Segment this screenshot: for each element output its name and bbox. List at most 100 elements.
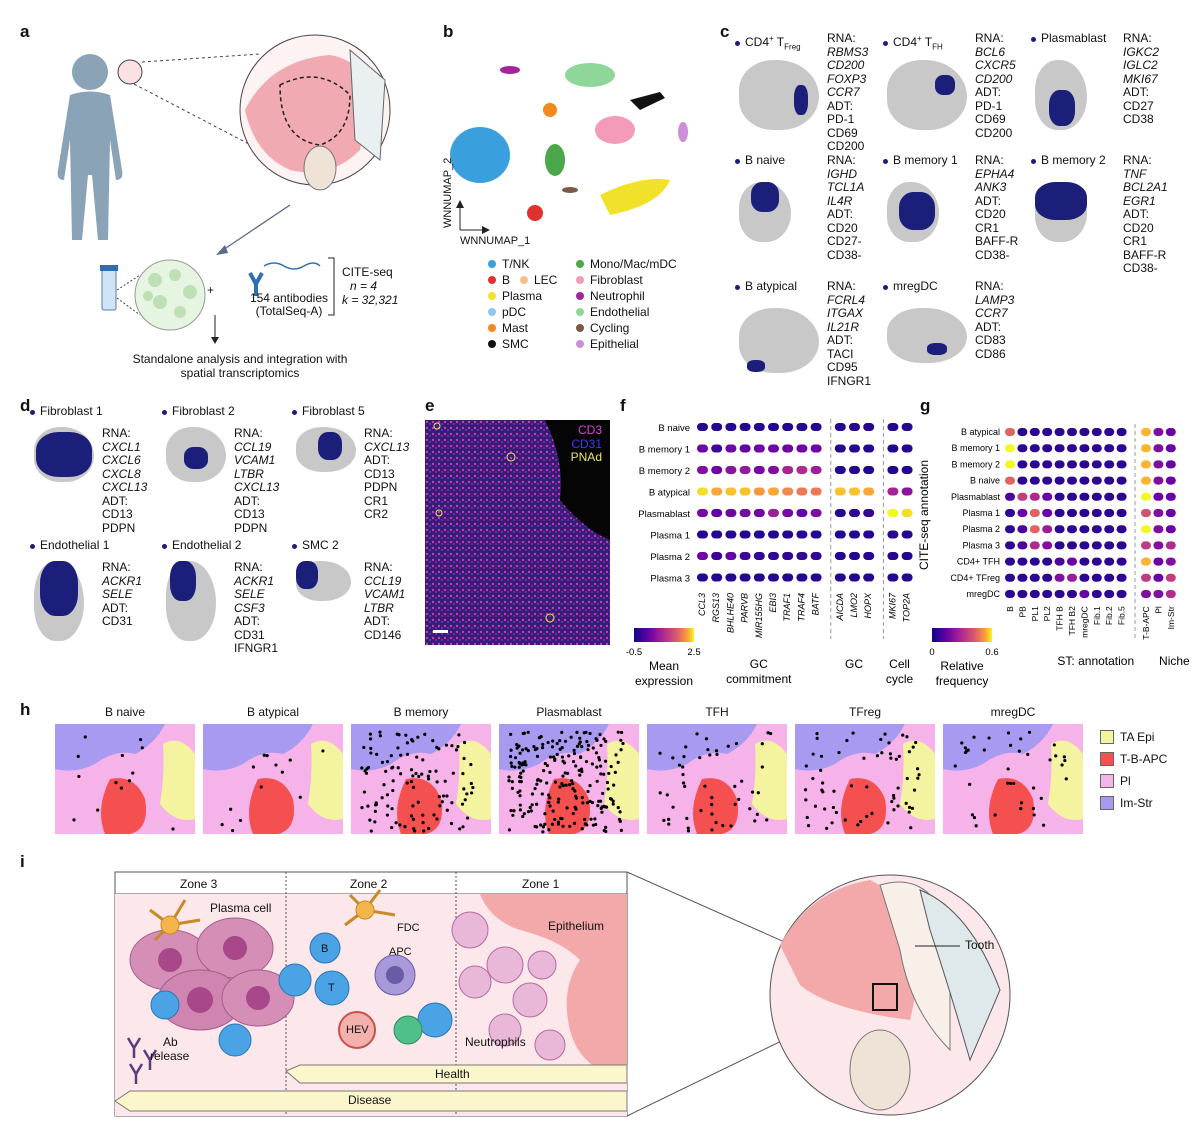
spatial-dot bbox=[553, 757, 557, 761]
spatial-dot bbox=[443, 779, 447, 783]
c-subpanel-title: B naive bbox=[735, 153, 786, 168]
spatial-dot bbox=[616, 730, 620, 734]
spatial-dot bbox=[140, 746, 144, 750]
spatial-dot bbox=[556, 800, 560, 804]
spatial-dot bbox=[511, 813, 515, 817]
g-cell bbox=[1153, 541, 1164, 550]
spatial-dot bbox=[120, 753, 124, 758]
rna-marker: CXCR5 bbox=[975, 58, 1016, 72]
g-col-label: Fib.5 bbox=[1117, 606, 1127, 625]
spatial-dot bbox=[72, 818, 76, 822]
cells-circle bbox=[134, 259, 206, 331]
rna-marker: SELE bbox=[234, 587, 265, 601]
rna-marker: FCRL4 bbox=[827, 292, 866, 307]
lymphocytes-icon bbox=[150, 932, 453, 1057]
g-col-label: TFH B bbox=[1055, 606, 1065, 631]
g-cell bbox=[1054, 509, 1065, 517]
legend-swatch-icon bbox=[1100, 796, 1114, 810]
spatial-dot bbox=[578, 773, 582, 777]
g-cell bbox=[1067, 557, 1077, 566]
spatial-map bbox=[499, 724, 639, 834]
rna-marker: LAMP3 bbox=[975, 292, 1015, 307]
g-cell bbox=[1153, 509, 1164, 517]
umap-legend-label: Cycling bbox=[590, 321, 630, 335]
f-cell bbox=[834, 444, 846, 453]
panel-letter-f: f bbox=[620, 396, 626, 415]
spatial-dot bbox=[462, 740, 467, 745]
h-legend-item: TA Epi bbox=[1100, 728, 1167, 750]
rna-label: RNA: bbox=[975, 153, 1004, 167]
spatial-dot bbox=[851, 731, 855, 735]
f-cell bbox=[725, 573, 737, 582]
g-cell bbox=[1005, 444, 1015, 453]
g-cell bbox=[1141, 541, 1151, 550]
spatial-dot bbox=[714, 749, 719, 753]
panel-letter-b: b bbox=[443, 22, 454, 41]
rna-marker: ANK3 bbox=[975, 180, 1007, 194]
f-cell bbox=[739, 423, 751, 431]
g-col-label: Pl bbox=[1153, 606, 1163, 614]
spatial-dot bbox=[907, 750, 911, 754]
adt-marker: CD95 bbox=[827, 360, 858, 374]
g-cell bbox=[1165, 492, 1176, 501]
g-cell bbox=[1141, 573, 1151, 582]
c-title-text: B naive bbox=[745, 153, 786, 167]
f-cell bbox=[725, 552, 737, 560]
cluster-endothelial bbox=[565, 63, 615, 87]
spatial-dot bbox=[568, 783, 572, 787]
adt-label: ADT: bbox=[1123, 207, 1150, 221]
f-cell bbox=[863, 530, 875, 539]
f-cell bbox=[725, 509, 737, 517]
spatial-tbapc bbox=[545, 778, 590, 834]
spatial-dot bbox=[671, 805, 675, 809]
spatial-dot bbox=[572, 751, 577, 756]
spatial-dot bbox=[533, 786, 537, 791]
spatial-dot bbox=[557, 797, 561, 801]
umap-legend-item: Cycling bbox=[576, 321, 630, 336]
spatial-epi bbox=[604, 740, 639, 820]
spatial-dot bbox=[517, 775, 522, 779]
zone1-label: Zone 1 bbox=[522, 877, 560, 891]
spatial-dot bbox=[572, 821, 577, 825]
g-cell bbox=[1017, 492, 1028, 501]
spatial-dot bbox=[579, 767, 584, 771]
h-legend-label: Pl bbox=[1120, 774, 1131, 788]
umap-legend-label: SMC bbox=[502, 337, 529, 351]
rna-label: RNA: bbox=[102, 560, 131, 574]
rna-label: RNA: bbox=[234, 426, 263, 440]
g-cell bbox=[1042, 573, 1053, 582]
g-cell bbox=[1165, 476, 1176, 485]
legend-dot-icon bbox=[520, 276, 528, 284]
spatial-dot bbox=[1031, 806, 1036, 811]
f-scale-min: -0.5 bbox=[626, 647, 642, 658]
h-panel-title: B atypical bbox=[246, 705, 300, 719]
f-cell bbox=[725, 444, 737, 453]
g-cell bbox=[1165, 525, 1176, 534]
spatial-dot bbox=[756, 791, 760, 795]
f-cell bbox=[901, 530, 913, 539]
spatial-dot bbox=[602, 772, 606, 776]
h-panel-title: TFreg bbox=[848, 705, 881, 719]
spatial-dot bbox=[380, 796, 384, 800]
spatial-dot bbox=[76, 754, 80, 758]
legend-dot-icon bbox=[576, 260, 584, 268]
cluster-dot-icon bbox=[162, 410, 167, 415]
spatial-dot bbox=[458, 827, 462, 831]
f-cell bbox=[887, 509, 899, 517]
f-cell bbox=[887, 530, 899, 539]
g-col-label: mregDC bbox=[1079, 606, 1089, 638]
spatial-dot bbox=[811, 752, 815, 756]
f-cell bbox=[810, 530, 822, 539]
epithelium-label: Epithelium bbox=[548, 919, 605, 933]
tooth-label: Tooth bbox=[965, 938, 995, 952]
f-col-label: TOP2A bbox=[902, 593, 912, 622]
spatial-dot bbox=[911, 745, 915, 749]
cluster-mast bbox=[543, 103, 557, 117]
spatial-dot bbox=[681, 781, 686, 785]
spatial-dot bbox=[916, 776, 920, 780]
release-label: release bbox=[150, 1049, 190, 1063]
rna-marker: CD200 bbox=[975, 71, 1013, 86]
spatial-dot bbox=[507, 779, 511, 783]
human-figure-icon bbox=[57, 54, 123, 240]
